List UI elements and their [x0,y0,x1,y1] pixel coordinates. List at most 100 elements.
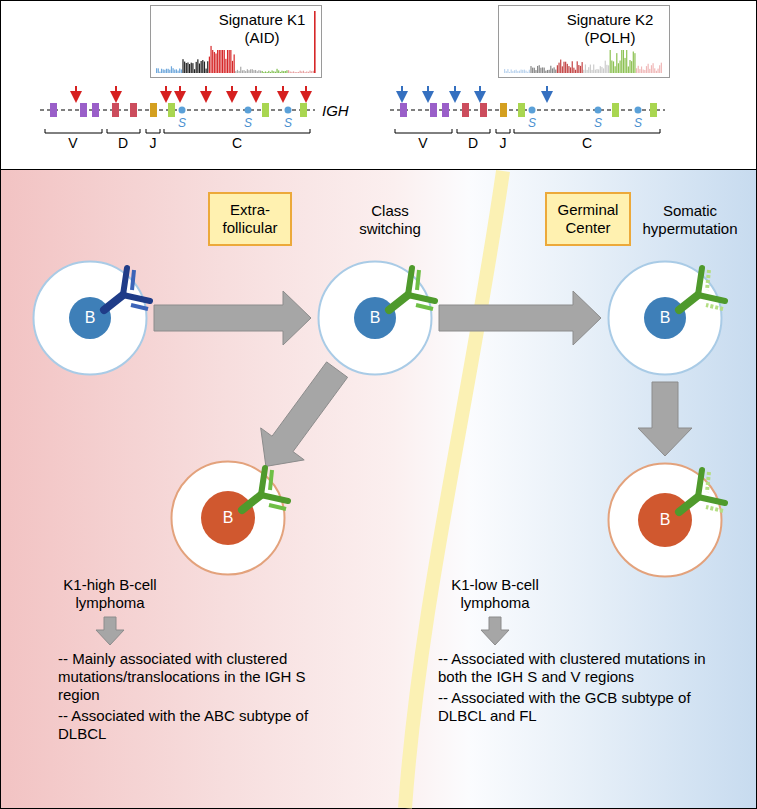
cell-letter: B [75,308,105,327]
spectrum-bar [555,70,556,73]
spectrum-bar [194,69,195,73]
spectrum-bar [265,71,266,73]
locus-label: S [630,116,646,130]
spectrum-bar [572,61,573,73]
spectrum-bar [255,70,256,73]
down-arrow [481,617,509,645]
spectrum-bar [587,70,588,73]
spectrum-bar [601,67,602,73]
spectrum-bar [276,69,277,73]
spectrum-bar [296,72,297,73]
spectrum-bar [603,68,604,73]
spectrum-bar [568,66,569,73]
spectrum-bar [540,68,541,73]
region-box: Germinal Center [545,192,631,246]
spectrum-bar [239,71,240,73]
spectrum-bar [608,65,609,73]
spectrum-bar [182,59,183,73]
cell-nucleus [354,297,396,339]
b-cell: Class switchingB [317,260,433,376]
region-label: Germinal Center [547,201,629,237]
spectrum-bar [181,69,182,73]
spectrum-bar [643,70,644,73]
spectrum-bar [644,70,645,73]
spectrum-bar [621,50,622,73]
spectrum-bar [220,50,221,73]
spectrum-bar [519,71,520,73]
spectrum-bar [545,71,546,73]
spectrum-bar [606,65,607,73]
spectrum-bar [291,72,292,73]
spectrum-bar [562,66,563,73]
spectrum-bar [272,70,273,73]
b-cell: Somatic hypermutationB [607,260,723,376]
spectrum-bar [537,66,538,73]
spectrum-bar [161,69,162,73]
spectrum-bar [616,53,617,73]
spectrum-bar [595,70,596,73]
spectrum-bar [535,70,536,73]
spectrum-bar [634,53,635,73]
cell-nucleus [201,491,255,545]
spectrum-bar [247,69,248,73]
spectrum-bar [580,66,581,73]
signature-chart: Signature K2 (POLH) [498,5,670,78]
spectrum-bar [303,71,304,73]
spectrum-bar [186,63,187,73]
spectrum-bar [306,71,307,73]
spectrum-bar [516,70,517,73]
spectrum-bar [649,69,650,73]
spectrum-bar [189,64,190,73]
spectrum-bar [542,67,543,73]
spectrum-bar [176,69,177,73]
spectrum-bar [626,50,627,73]
spectrum-bar [173,68,174,73]
spectrum-bar [280,72,281,73]
spectrum-bar [624,58,625,73]
spectrum-bar [554,67,555,73]
spectrum-bar [229,50,230,73]
spectrum-bar [278,70,279,73]
spectrum-bar [613,61,614,73]
spectrum-bar [234,54,235,73]
spectrum-bar [232,61,233,73]
signature-chart: Signature K1 (AID) [150,5,322,78]
note-text: -- Mainly associated with clustered muta… [58,650,343,704]
spectrum-bar [618,63,619,73]
locus-label: IGH [322,102,362,120]
spectrum-bar [514,70,515,73]
spectrum-bar [600,66,601,73]
spectrum-bar [225,59,226,73]
spectrum-bar [641,67,642,73]
spectrum-bar [305,72,306,73]
spectrum-bar [661,63,662,73]
spectrum-bar [250,69,251,73]
spectrum-bar [639,69,640,73]
spectrum-bar [300,71,301,73]
spectrum-bar [227,50,228,73]
spectrum-bar [611,60,612,73]
spectrum-bar [230,50,231,73]
cell-letter: B [213,508,243,527]
spectrum-bar [166,69,167,73]
spectrum-bar [522,70,523,73]
spectrum-bar [547,70,548,73]
spectrum-bar [506,71,507,73]
spectrum-bar [573,68,574,73]
spectrum-bar [567,64,568,73]
spectrum-bar [224,50,225,73]
spectrum-bar [164,70,165,73]
spectrum-bar [558,63,559,73]
locus-label: S [280,116,296,130]
cell-heading: Somatic hypermutation [635,202,745,238]
spectrum-bar [219,50,220,73]
block-arrow [638,382,692,456]
locus-label: S [174,116,190,130]
spectrum-bar [252,69,253,73]
spectrum-bar [174,70,175,73]
aid-mutation-arrows [76,86,306,97]
spectrum-bar [530,66,531,73]
spectrum-bar [209,57,210,73]
spectrum-bar [583,70,584,73]
spectrum-bar [651,65,652,73]
